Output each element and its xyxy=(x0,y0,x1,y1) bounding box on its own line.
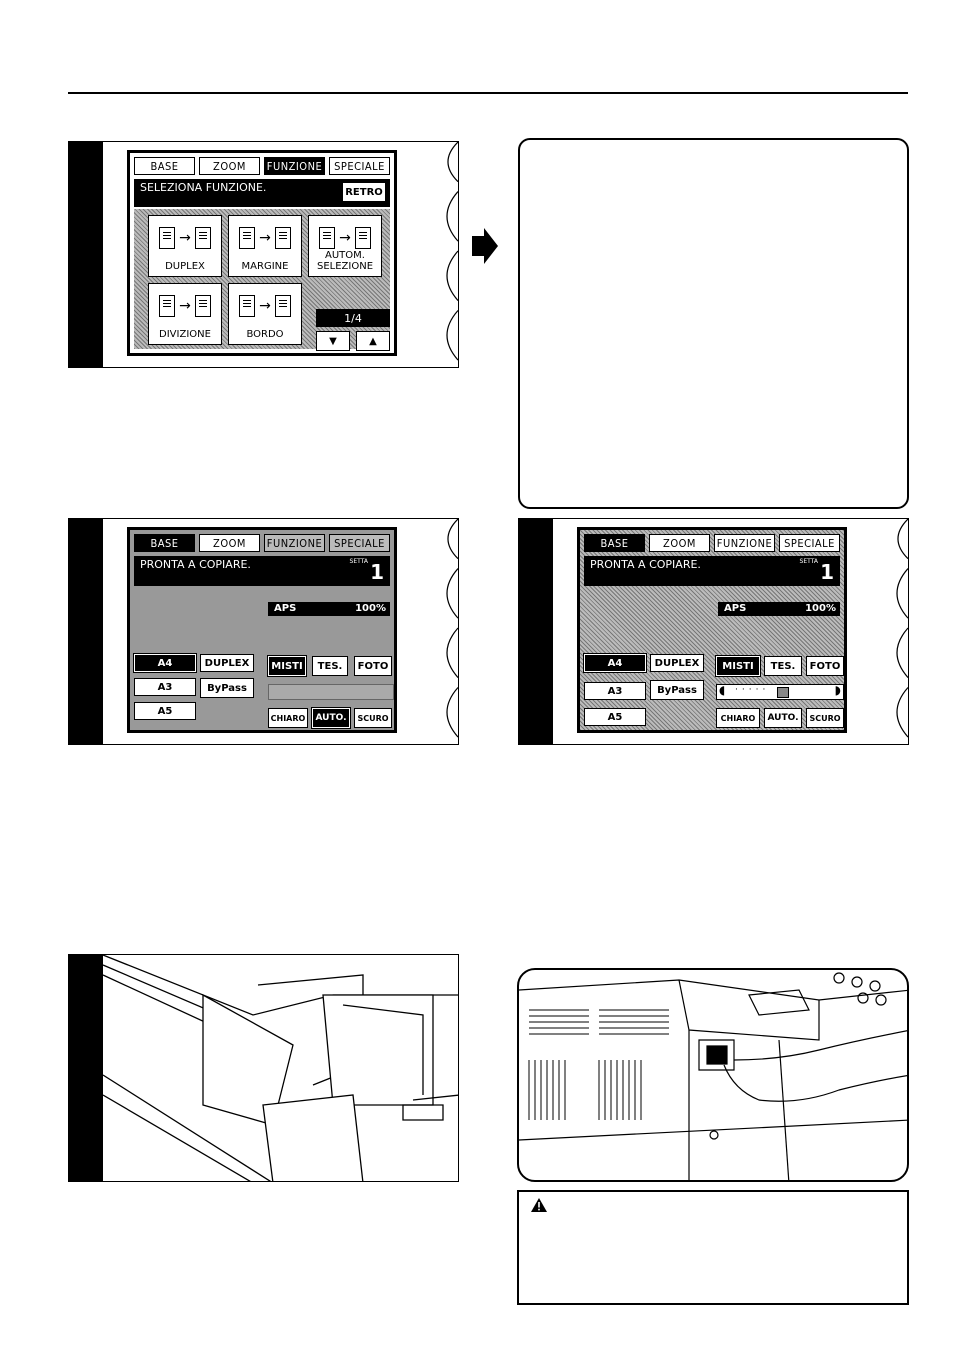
figure-ready-panel-left: BASE ZOOM FUNZIONE SPECIALE PRONTA A COP… xyxy=(68,518,459,745)
zoom-value: 100% xyxy=(805,603,836,614)
light-half-icon: ◖ xyxy=(719,683,726,697)
border-icon: → xyxy=(239,294,291,318)
panel-tabs: BASE ZOOM FUNZIONE SPECIALE xyxy=(134,157,390,175)
tab-funzione[interactable]: FUNZIONE xyxy=(264,157,325,175)
mode-misti-button[interactable]: MISTI xyxy=(267,655,307,677)
sets-count: 1 xyxy=(820,560,834,584)
exposure-scuro-button[interactable]: SCURO xyxy=(354,708,392,728)
figure-main-switch xyxy=(517,968,909,1182)
touch-panel-ready: BASE ZOOM FUNZIONE SPECIALE PRONTA A COP… xyxy=(577,527,847,733)
auto-select-icon: → xyxy=(319,226,371,250)
exposure-chiaro-button[interactable]: CHIARO xyxy=(268,708,308,728)
panel-knobs-decoration xyxy=(446,519,458,738)
tab-speciale[interactable]: SPECIALE xyxy=(329,534,390,552)
aps-label: APS xyxy=(274,603,297,614)
mode-foto-button[interactable]: FOTO xyxy=(354,656,392,676)
figure-side-bar xyxy=(69,519,103,744)
slider-ticks: ····· xyxy=(735,685,770,695)
margin-icon: → xyxy=(239,226,291,250)
function-margine-button[interactable]: → MARGINE xyxy=(228,215,302,277)
panel-knobs-decoration xyxy=(446,142,458,361)
touch-panel-function: BASE ZOOM FUNZIONE SPECIALE SELEZIONA FU… xyxy=(127,150,397,356)
exposure-chiaro-button[interactable]: CHIARO xyxy=(716,708,760,728)
aps-bar: APS 100% xyxy=(718,602,840,616)
warning-triangle-icon xyxy=(531,1198,547,1212)
message-bar: SELEZIONA FUNZIONE. RETRO xyxy=(134,179,390,207)
aps-bar: APS 100% xyxy=(268,602,390,616)
back-button[interactable]: RETRO xyxy=(342,182,386,202)
sets-label: SETTA xyxy=(799,558,818,565)
figure-side-bar xyxy=(519,519,553,744)
tab-funzione[interactable]: FUNZIONE xyxy=(714,534,775,552)
mode-testo-button[interactable]: TES. xyxy=(312,656,348,676)
function-divizione-button[interactable]: → DIVIZIONE xyxy=(148,283,222,345)
function-duplex-button[interactable]: → DUPLEX xyxy=(148,215,222,277)
triangle-up-icon: ▲ xyxy=(369,335,377,347)
message-bar: PRONTA A COPIARE. SETTA 1 xyxy=(134,556,390,586)
tab-speciale[interactable]: SPECIALE xyxy=(329,157,390,175)
sets-label: SETTA xyxy=(349,558,368,565)
function-area: → DUPLEX → MARGINE → AUTOM. SELEZIONE → … xyxy=(134,209,390,351)
status-message: SELEZIONA FUNZIONE. xyxy=(140,181,267,194)
sets-count: 1 xyxy=(370,560,384,584)
tab-zoom[interactable]: ZOOM xyxy=(199,534,260,552)
touch-panel-ready: BASE ZOOM FUNZIONE SPECIALE PRONTA A COP… xyxy=(127,527,397,733)
triangle-down-icon: ▼ xyxy=(329,335,337,347)
figure-side-bar xyxy=(69,955,103,1181)
function-bordo-button[interactable]: → BORDO xyxy=(228,283,302,345)
paper-a4-button[interactable]: A4 xyxy=(583,653,647,673)
main-switch-illustration xyxy=(519,972,907,1180)
header-rule xyxy=(68,92,908,94)
tab-zoom[interactable]: ZOOM xyxy=(649,534,710,552)
page-indicator: 1/4 xyxy=(316,309,390,327)
exposure-scuro-button[interactable]: SCURO xyxy=(806,708,844,728)
figure-ready-panel-right: BASE ZOOM FUNZIONE SPECIALE PRONTA A COP… xyxy=(518,518,909,745)
callout-box xyxy=(518,138,909,509)
paper-a3-button[interactable]: A3 xyxy=(584,682,646,700)
tab-speciale[interactable]: SPECIALE xyxy=(779,534,840,552)
zoom-value: 100% xyxy=(355,603,386,614)
panel-knobs-decoration xyxy=(896,519,908,738)
figure-function-panel: BASE ZOOM FUNZIONE SPECIALE SELEZIONA FU… xyxy=(68,141,459,368)
page-down-button[interactable]: ▼ xyxy=(316,331,350,351)
bypass-button[interactable]: ByPass xyxy=(200,678,254,698)
duplex-button[interactable]: DUPLEX xyxy=(650,654,704,672)
exposure-auto-button[interactable]: AUTO. xyxy=(311,707,351,729)
split-icon: → xyxy=(159,294,211,318)
exposure-auto-button[interactable]: AUTO. xyxy=(764,708,802,728)
warning-box xyxy=(517,1190,909,1305)
duplex-button[interactable]: DUPLEX xyxy=(200,654,254,672)
tab-base[interactable]: BASE xyxy=(134,534,195,552)
copier-tray-illustration xyxy=(103,955,458,1181)
tab-zoom[interactable]: ZOOM xyxy=(199,157,260,175)
duplex-icon: → xyxy=(159,226,211,250)
mode-misti-button[interactable]: MISTI xyxy=(715,655,761,677)
tab-base[interactable]: BASE xyxy=(584,534,645,552)
message-bar: PRONTA A COPIARE. SETTA 1 xyxy=(584,556,840,586)
tab-base[interactable]: BASE xyxy=(134,157,195,175)
panel-tabs: BASE ZOOM FUNZIONE SPECIALE xyxy=(134,534,390,552)
paper-a5-button[interactable]: A5 xyxy=(134,702,196,720)
aps-label: APS xyxy=(724,603,747,614)
tab-funzione[interactable]: FUNZIONE xyxy=(264,534,325,552)
figure-copier-tray xyxy=(68,954,459,1182)
figure-side-bar xyxy=(69,142,103,367)
paper-a3-button[interactable]: A3 xyxy=(134,678,196,696)
panel-tabs: BASE ZOOM FUNZIONE SPECIALE xyxy=(584,534,840,552)
status-message: PRONTA A COPIARE. xyxy=(140,558,251,571)
mode-foto-button[interactable]: FOTO xyxy=(806,656,844,676)
page-up-button[interactable]: ▲ xyxy=(356,331,390,351)
status-message: PRONTA A COPIARE. xyxy=(590,558,701,571)
exposure-slider[interactable]: ◖ ····· ◗ xyxy=(716,683,844,700)
mode-testo-button[interactable]: TES. xyxy=(764,656,802,676)
bypass-button[interactable]: ByPass xyxy=(650,680,704,700)
dark-half-icon: ◗ xyxy=(834,683,841,697)
arrow-right-icon xyxy=(472,228,498,264)
paper-a5-button[interactable]: A5 xyxy=(584,708,646,726)
slider-thumb[interactable] xyxy=(777,687,789,698)
function-autom-selezione-button[interactable]: → AUTOM. SELEZIONE xyxy=(308,215,382,277)
exposure-slider[interactable] xyxy=(268,684,394,700)
paper-a4-button[interactable]: A4 xyxy=(133,653,197,673)
